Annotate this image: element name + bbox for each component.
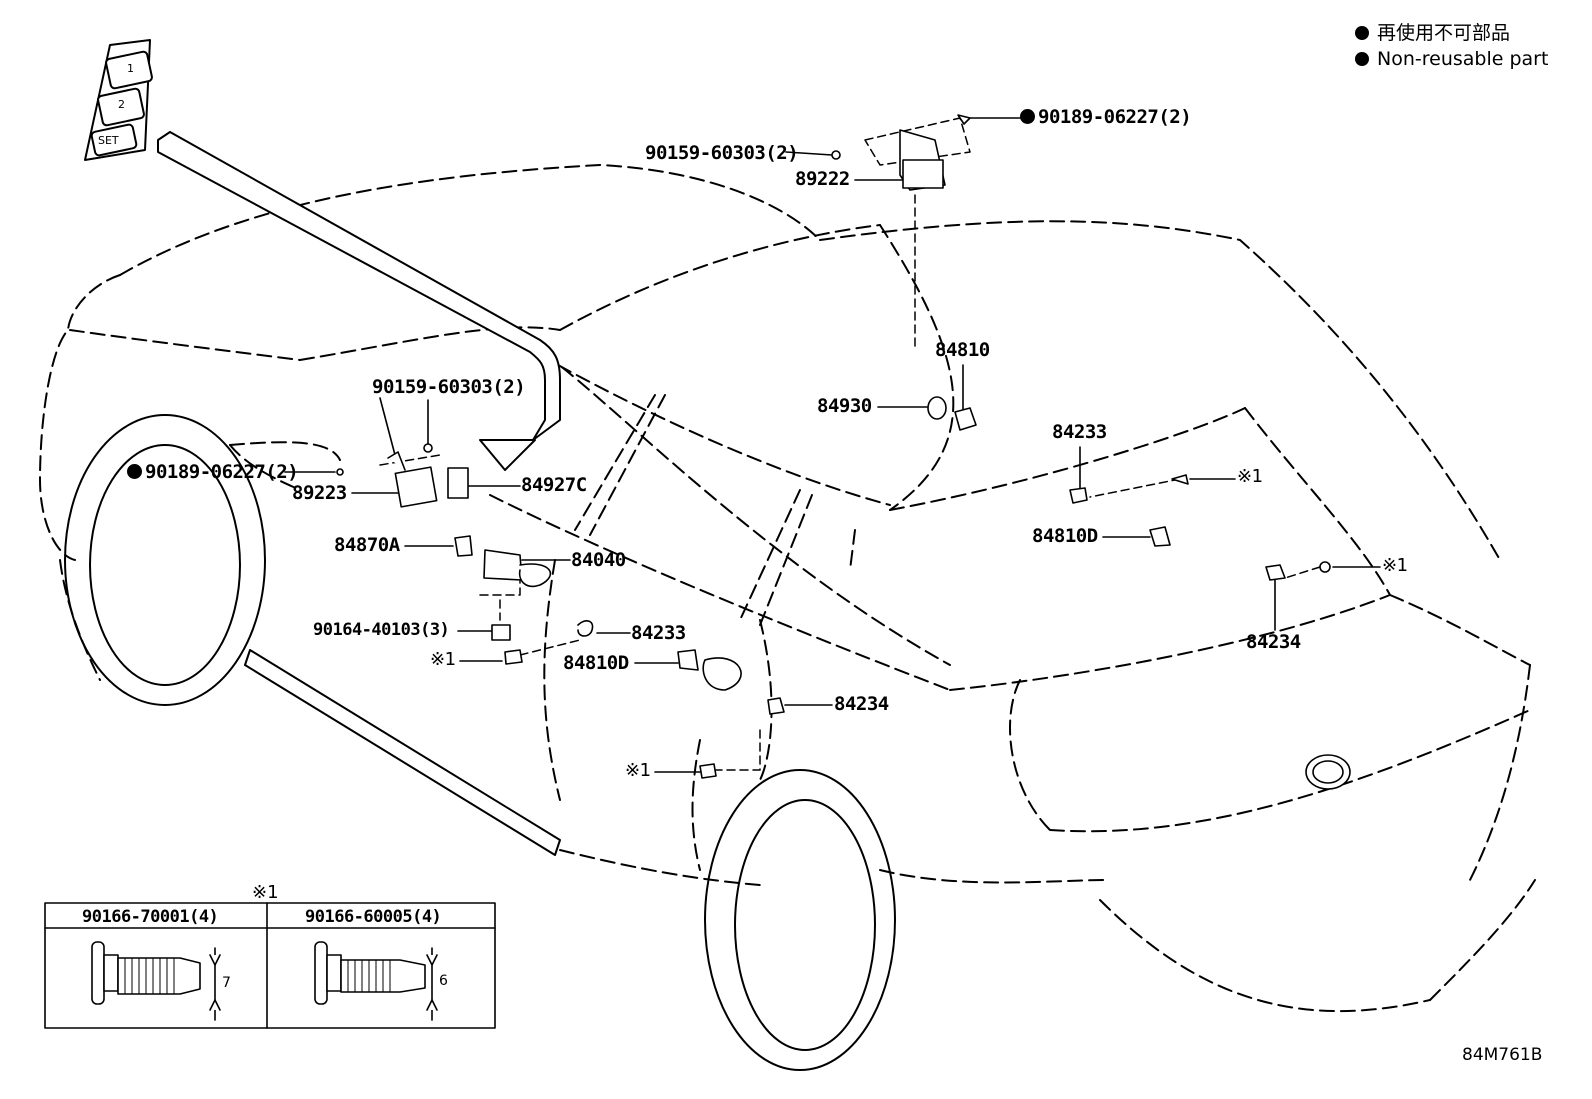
small-parts <box>336 114 1351 790</box>
memory-button-1-label: 1 <box>127 62 134 75</box>
non-reusable-dot-icon <box>1355 26 1369 40</box>
callout-90164[interactable]: 90164-40103(3) <box>313 620 450 640</box>
callout-90159-left[interactable]: 90159-60303(2) <box>372 376 526 398</box>
diagram-code: 84M761B <box>1462 1045 1543 1065</box>
callout-84810D-right[interactable]: 84810D <box>1032 525 1098 547</box>
callout-89222[interactable]: 89222 <box>795 168 850 190</box>
callout-90189-left[interactable]: 90189-06227(2) <box>127 463 299 482</box>
bolt-threads <box>124 957 391 995</box>
non-reusable-dot-icon <box>1355 52 1369 66</box>
callout-90159-top[interactable]: 90159-60303(2) <box>645 142 799 164</box>
callout-84930[interactable]: 84930 <box>817 395 872 417</box>
memory-button-2-label: 2 <box>118 98 125 111</box>
callout-84233-right[interactable]: 84233 <box>1052 421 1107 443</box>
sill-strip <box>244 649 561 856</box>
bolt-table-col2-part[interactable]: 90166-60005(4) <box>305 907 442 927</box>
callout-89223[interactable]: 89223 <box>292 482 347 504</box>
callout-84810[interactable]: 84810 <box>935 339 990 361</box>
callout-note1-c[interactable]: ※1 <box>430 649 456 670</box>
car-body-outline <box>39 164 1536 1013</box>
callout-note1-b[interactable]: ※1 <box>1382 555 1408 576</box>
callout-90189-top[interactable]: 90189-06227(2) <box>1020 108 1192 127</box>
callout-84927C[interactable]: 84927C <box>521 474 587 496</box>
memory-switch-panel <box>84 39 153 161</box>
callout-note1-a[interactable]: ※1 <box>1237 466 1263 487</box>
callout-84234-left[interactable]: 84234 <box>834 693 889 715</box>
callout-84234-right[interactable]: 84234 <box>1246 631 1301 653</box>
callout-84810D-left[interactable]: 84810D <box>563 652 629 674</box>
callout-84040[interactable]: 84040 <box>571 549 626 571</box>
callout-note1-d[interactable]: ※1 <box>625 760 651 781</box>
bolt-table-note: ※1 <box>252 882 279 903</box>
assembly-dash-lines <box>379 117 1321 771</box>
bolt-table-col1-dim: 7 <box>222 975 231 991</box>
callout-84870A[interactable]: 84870A <box>334 534 400 556</box>
memory-set-button-label: SET <box>98 134 119 147</box>
bolt-table-col2-dim: 6 <box>439 973 448 989</box>
legend-jp: 再使用不可部品 <box>1355 24 1510 43</box>
bolt-table-col1-part[interactable]: 90166-70001(4) <box>82 907 219 927</box>
wheels <box>64 414 896 1071</box>
leader-lines <box>284 117 1381 773</box>
switch-pointer-arrow <box>157 131 561 471</box>
legend-en: Non-reusable part <box>1355 50 1548 69</box>
callout-84233-left[interactable]: 84233 <box>631 622 686 644</box>
